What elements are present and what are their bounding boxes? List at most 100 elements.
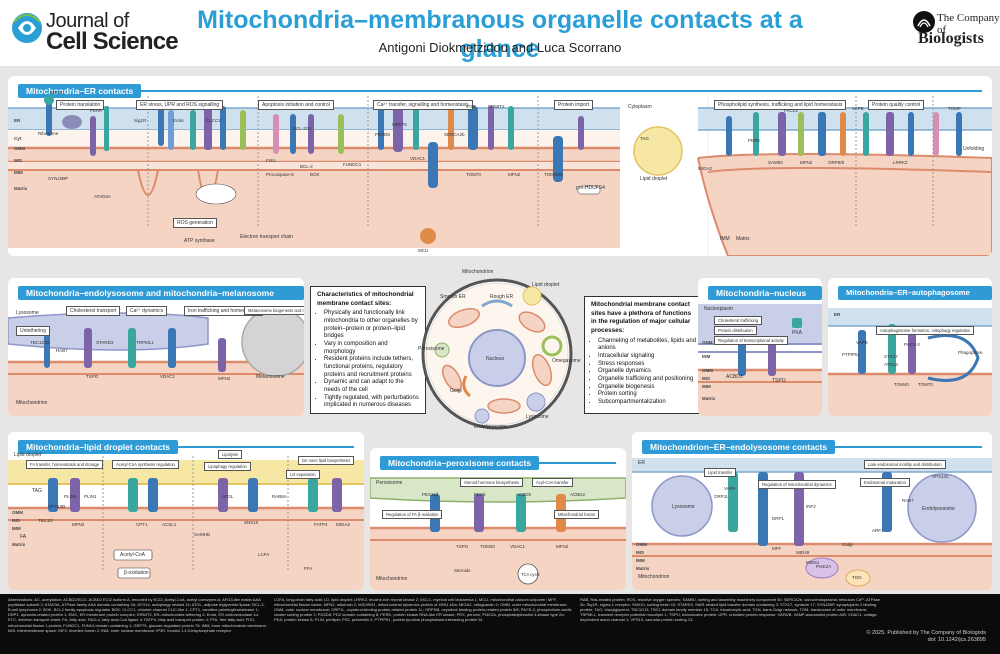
label-protein: ACBD5 xyxy=(516,492,532,497)
journal-logo xyxy=(12,13,42,43)
poster-authors: Antigoni Diokmetzidou and Luca Scorrano xyxy=(378,40,622,55)
label-er: ER xyxy=(14,118,21,123)
copyright-block: © 2025. Published by The Company of Biol… xyxy=(866,630,986,645)
list-item: Intracellular signaling xyxy=(598,353,697,361)
label-protein: PLIN5 xyxy=(64,494,77,499)
label-matrix-right: Matrix xyxy=(736,236,750,242)
panel-mito-peroxisome: Mitochondria–peroxisome contacts Peroxis… xyxy=(370,448,626,590)
label-acetyl-coa: Acetyl-CoA xyxy=(120,552,146,558)
publisher-name-line1: The Company of xyxy=(937,12,1000,36)
section-protein-distribution: Protein distribution xyxy=(714,326,757,335)
panel-title-rule xyxy=(18,446,354,448)
label-protein: ATG14 xyxy=(884,362,898,367)
label-protein: VDAC1 xyxy=(410,156,426,161)
section-acyl-coa: Acyl-CoA transfer xyxy=(532,478,573,487)
label-protein: SAM50 xyxy=(768,160,783,165)
doi-text: doi: 10.1242/jcs.263895 xyxy=(927,637,986,644)
list-item: Physically and functionally link mitocho… xyxy=(324,310,419,341)
lipid-droplet-illustration xyxy=(8,456,364,590)
label-golgi: Golgi xyxy=(842,542,853,547)
label-imm-right: IMM xyxy=(720,236,730,242)
label-ffa: FFA xyxy=(304,566,313,571)
label-protein: SAMHD xyxy=(194,532,211,537)
label-protein: TSPO xyxy=(456,544,469,549)
label-protein: SERCA2b xyxy=(444,132,465,137)
label-protein: STARD3 xyxy=(96,340,114,345)
label-imm: IMM xyxy=(14,170,23,175)
label-ims: IMS xyxy=(12,518,21,523)
label-imm: IMM xyxy=(12,526,21,531)
label-protein: STX17 xyxy=(884,354,898,359)
label-protein: DRP1 xyxy=(772,516,785,521)
label-protein: BCL-2/XL xyxy=(293,126,313,131)
section-lipolysis: Lipolysis xyxy=(218,450,243,459)
label-matrix: Matrix xyxy=(14,186,28,191)
label-matrix: Matrix xyxy=(702,396,716,401)
label-protein: PERK xyxy=(748,138,761,143)
label-protein: PEX11β xyxy=(422,492,439,497)
label-matrix: Matrix xyxy=(12,542,26,547)
label-protein: TOM70 xyxy=(466,172,481,177)
endolysosome-illustration xyxy=(8,307,304,416)
label-protein: TOM20 xyxy=(480,544,495,549)
journal-name-line1: Journal of xyxy=(46,10,129,32)
label-cytoplasm: Cytoplasm xyxy=(628,104,652,110)
label-endolysosome: Endolysosome xyxy=(922,506,955,512)
label-protein: VPS13D xyxy=(48,504,66,509)
poster-footer: Abbreviations: AC, acetylation; ACBD2/EC… xyxy=(0,594,1000,654)
cell-label: Smooth ER xyxy=(440,294,466,300)
label-protein: ORP1L xyxy=(714,494,729,499)
cell-label: Nucleus xyxy=(486,356,505,362)
label-protein: PERK xyxy=(90,108,103,113)
panel-title: Mitochondria–ER contacts xyxy=(18,84,142,98)
cell-label: Peroxisome xyxy=(418,346,445,352)
poster-title: Mitochondria–membranous organelle contac… xyxy=(197,6,803,63)
label-protein: Procaspase-8 xyxy=(266,172,294,177)
label-protein: SNX10 xyxy=(244,520,259,525)
label-protein: TRPML1 xyxy=(136,340,154,345)
label-protein: GRP75 xyxy=(392,122,407,127)
abbreviations-col2: LCFA, long-chain fatty acid; LD, lipid d… xyxy=(274,597,572,623)
list-item: Tightly regulated, with perturbations im… xyxy=(324,395,419,410)
list-item: Organelle dynamics xyxy=(598,368,697,376)
label-protein: MID49 xyxy=(796,550,810,555)
section-mito-dynamics: Regulation of mitochondrial dynamics xyxy=(758,480,836,489)
label-protein: RAB8A xyxy=(272,494,287,499)
section-ca-dynamics: Ca²⁺ dynamics xyxy=(126,306,168,316)
label-protein: MFF xyxy=(772,546,782,551)
label-protein: INF2 xyxy=(806,504,816,509)
label-protein: ACSL1 xyxy=(162,522,177,527)
section-fa-transfer: FA transfer, homeostasis and storage xyxy=(26,460,104,469)
cell-label: Endolysosome xyxy=(474,424,507,430)
label-steroids: Steroids xyxy=(454,568,471,573)
cell-label: Omegasome xyxy=(552,358,581,364)
section-melanosome-biogenesis: Melanosome biogenesis and maturation xyxy=(244,306,304,315)
label-protein: MFN2 xyxy=(800,160,813,165)
label-protein: Sig1R xyxy=(134,118,147,123)
label-pre-hdufs4: pre-HDUFS4 xyxy=(576,185,605,191)
label-protein: MID51 xyxy=(806,560,820,565)
cell-label: Golgi xyxy=(450,388,462,394)
label-omm: OMM xyxy=(702,368,713,373)
label-ims: IMS xyxy=(702,376,711,381)
cell-svg xyxy=(421,278,573,430)
label-ros: ROS generation xyxy=(173,218,217,228)
label-untethering: Untethering xyxy=(16,326,50,336)
label-protein: ATGL xyxy=(222,494,234,499)
section-protein-import: Protein import xyxy=(554,100,594,110)
label-melanosome: Melanosome xyxy=(256,374,285,380)
label-ims: IMS xyxy=(14,158,23,163)
label-protein: PDZD8 xyxy=(375,132,390,137)
label-protein: CLCC1 xyxy=(206,118,221,123)
label-protein: PTPIP51 xyxy=(842,352,861,357)
section-fa-oxidation: Regulation of FA β-oxidation xyxy=(382,510,443,519)
mito-er-illustration xyxy=(8,95,992,256)
functions-box: Mitochondrial membrane contact sites hav… xyxy=(584,296,704,414)
list-item: Vary in composition and morphology xyxy=(324,341,419,356)
section-er-stress: ER stress, UPR and ROS signalling xyxy=(136,100,224,110)
label-protein: MFN2 xyxy=(556,544,569,549)
label-protein: ACBD2 xyxy=(570,492,586,497)
label-protein: TOM70 xyxy=(918,382,933,387)
label-lysosome: Lysosome xyxy=(672,504,695,510)
peroxisome-illustration xyxy=(370,477,626,590)
